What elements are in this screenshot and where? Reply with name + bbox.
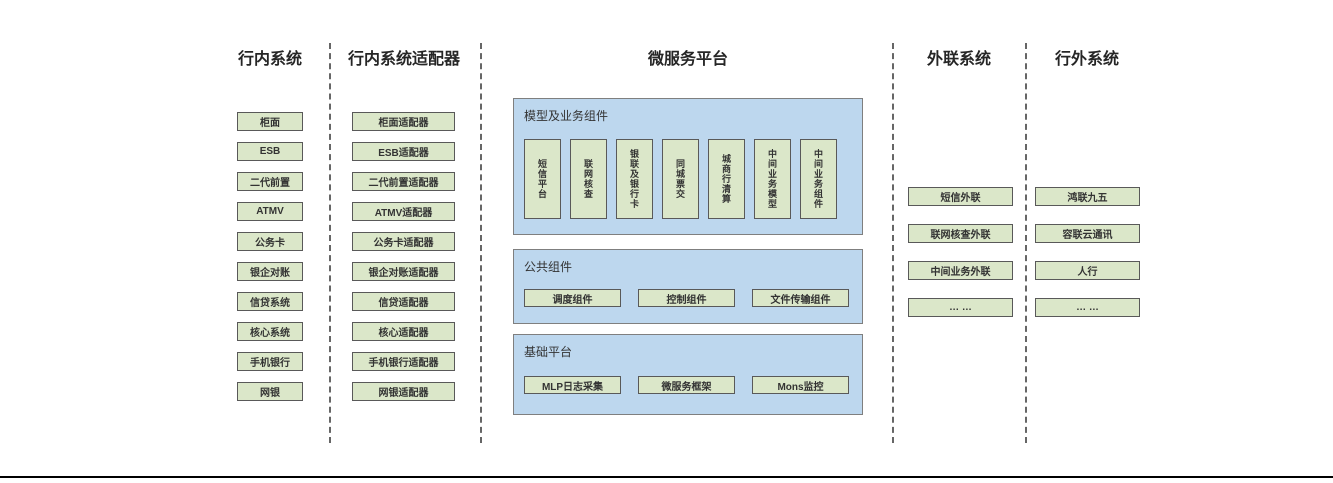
internal-systems-header: 行内系统 (237, 51, 302, 68)
adapter-box: 银企对账适配器 (352, 262, 455, 281)
outside-systems-header: 行外系统 (1054, 51, 1119, 68)
panel-label: 公共组件 (524, 260, 573, 274)
internal-system-box: 银企对账 (237, 262, 303, 281)
adapter-box: 核心适配器 (352, 322, 455, 341)
internal-system-box: 手机银行 (237, 352, 303, 371)
panel-label: 模型及业务组件 (524, 109, 609, 123)
base-platform-box: Mons监控 (752, 376, 849, 394)
external-system-box: 短信外联 (908, 187, 1013, 206)
model-component-box: 中间业务模型 (754, 139, 791, 219)
model-component-box: 中间业务组件 (800, 139, 837, 219)
outside-systems-list: 鸿联九五容联云通讯人行 … … (1035, 187, 1140, 317)
panel-label: 基础平台 (524, 345, 573, 359)
internal-adapters-list: 柜面适配器 ESB适配器二代前置适配器 ATMV适配器公务卡适配器银企对账适配器信贷… (352, 112, 455, 401)
internal-adapters-header: 行内系统适配器 (347, 51, 460, 68)
external-link-systems-header: 外联系统 (926, 51, 991, 68)
model-components-list: 短信平台联网核查银联及银行卡同城票交城商行清算中间业务模型中间业务组件 (524, 139, 837, 219)
model-component-box: 联网核查 (570, 139, 607, 219)
base-platform-panel: 基础平台 MLP日志采集微服务框架 Mons监控 (513, 334, 863, 415)
internal-system-box: 二代前置 (237, 172, 303, 191)
adapter-box: 网银适配器 (352, 382, 455, 401)
internal-system-box: 信贷系统 (237, 292, 303, 311)
internal-systems-list: 柜面 ESB 二代前置 ATMV 公务卡银企对账信贷系统核心系统手机银行网银 (237, 112, 303, 401)
external-system-box: … … (908, 298, 1013, 317)
bottom-border-line (0, 476, 1333, 478)
internal-system-box: ATMV (237, 202, 303, 221)
external-system-box: 中间业务外联 (908, 261, 1013, 280)
base-platform-list: MLP日志采集微服务框架 Mons监控 (524, 376, 849, 394)
adapter-box: 信贷适配器 (352, 292, 455, 311)
common-component-box: 调度组件 (524, 289, 621, 307)
model-component-box: 城商行清算 (708, 139, 745, 219)
common-component-box: 文件传输组件 (752, 289, 849, 307)
internal-system-box: 网银 (237, 382, 303, 401)
adapter-box: ATMV适配器 (352, 202, 455, 221)
column-divider-1 (329, 43, 331, 443)
common-components-list: 调度组件控制组件文件传输组件 (524, 289, 849, 307)
adapter-box: 柜面适配器 (352, 112, 455, 131)
internal-system-box: 公务卡 (237, 232, 303, 251)
adapter-box: 公务卡适配器 (352, 232, 455, 251)
internal-system-box: 柜面 (237, 112, 303, 131)
outside-system-box: 鸿联九五 (1035, 187, 1140, 206)
common-component-box: 控制组件 (638, 289, 735, 307)
column-divider-3 (892, 43, 894, 443)
internal-system-box: 核心系统 (237, 322, 303, 341)
model-component-box: 短信平台 (524, 139, 561, 219)
base-platform-box: MLP日志采集 (524, 376, 621, 394)
adapter-box: ESB适配器 (352, 142, 455, 161)
internal-system-box: ESB (237, 142, 303, 161)
model-component-box: 同城票交 (662, 139, 699, 219)
model-component-box: 银联及银行卡 (616, 139, 653, 219)
model-business-components-panel: 模型及业务组件 短信平台联网核查银联及银行卡同城票交城商行清算中间业务模型中间业… (513, 98, 863, 235)
column-divider-4 (1025, 43, 1027, 443)
column-divider-2 (480, 43, 482, 443)
external-system-box: 联网核查外联 (908, 224, 1013, 243)
outside-system-box: … … (1035, 298, 1140, 317)
external-link-systems-list: 短信外联联网核查外联中间业务外联 … … (908, 187, 1013, 317)
adapter-box: 二代前置适配器 (352, 172, 455, 191)
adapter-box: 手机银行适配器 (352, 352, 455, 371)
microservice-platform-header: 微服务平台 (647, 51, 728, 68)
outside-system-box: 人行 (1035, 261, 1140, 280)
common-components-panel: 公共组件 调度组件控制组件文件传输组件 (513, 249, 863, 324)
base-platform-box: 微服务框架 (638, 376, 735, 394)
outside-system-box: 容联云通讯 (1035, 224, 1140, 243)
